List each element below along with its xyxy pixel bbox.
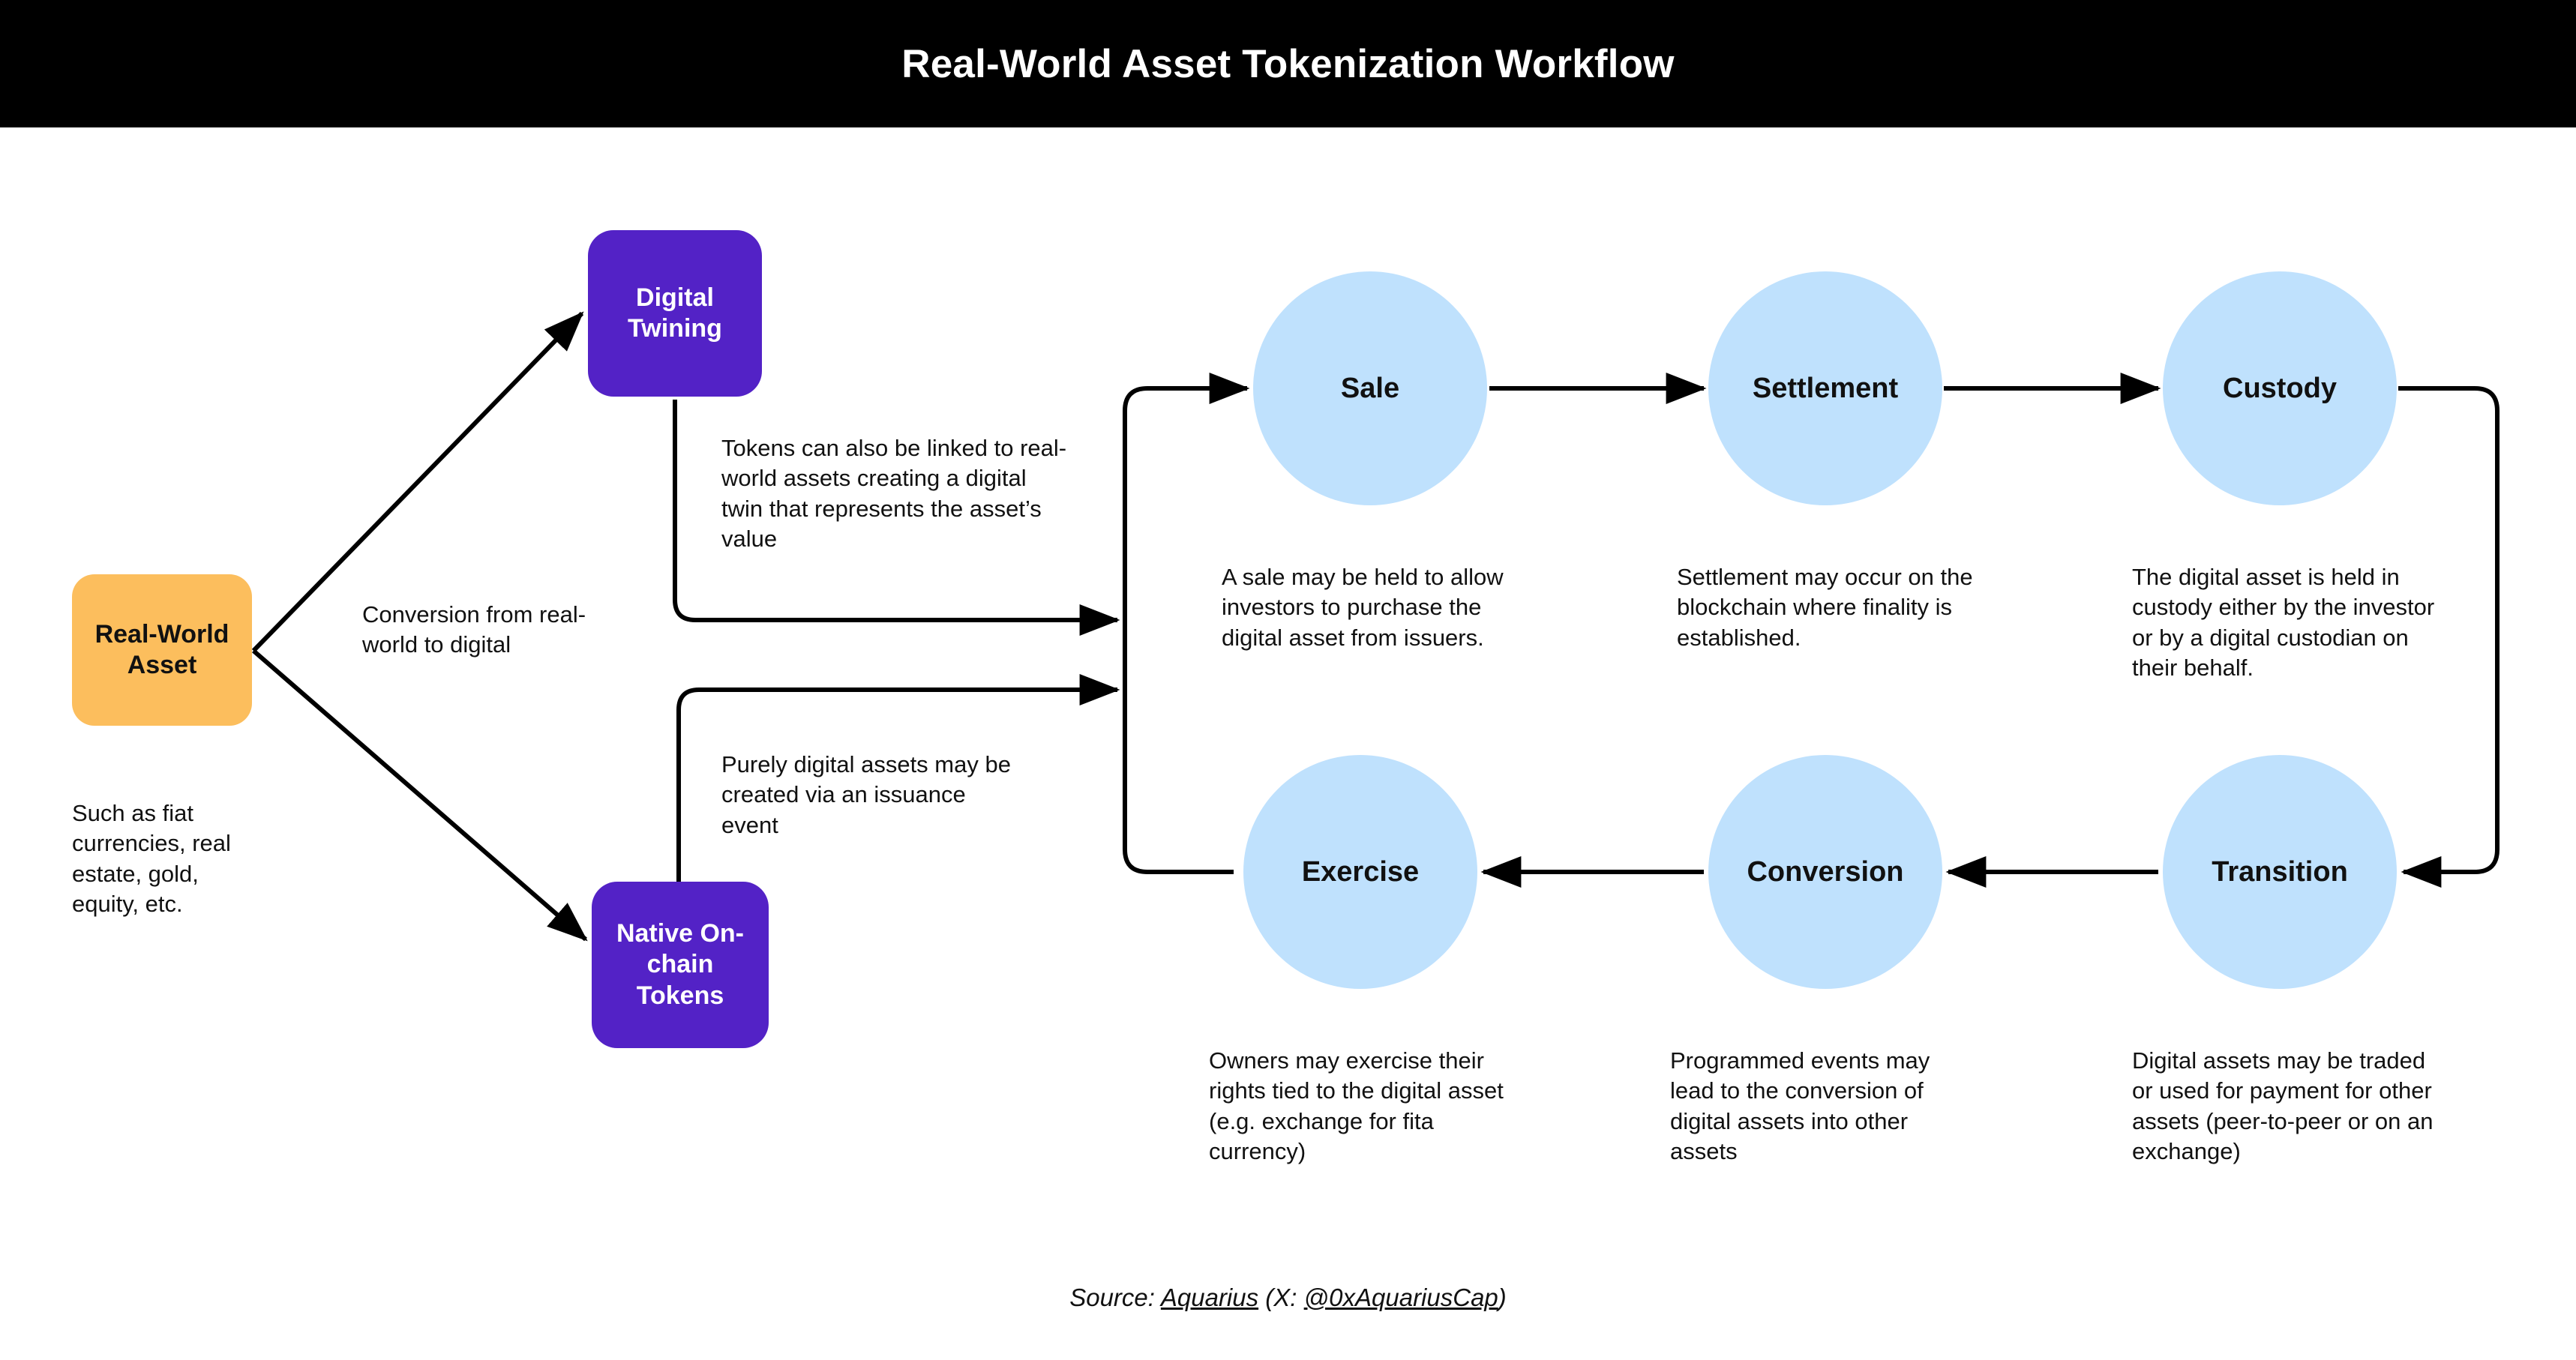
edge-native-tokens-to-lifecycle bbox=[676, 674, 1120, 885]
title-bar: Real-World Asset Tokenization Workflow bbox=[0, 0, 2576, 127]
node-native-onchain-tokens-label: Native On-chain Tokens bbox=[616, 918, 745, 1010]
note-digital-twining: Tokens can also be linked to real-world … bbox=[721, 435, 1067, 552]
page-title: Real-World Asset Tokenization Workflow bbox=[901, 41, 1675, 86]
circle-sale-label: Sale bbox=[1340, 372, 1400, 404]
source-middle: (X: bbox=[1258, 1284, 1304, 1311]
note-settlement: Settlement may occur on the blockchain w… bbox=[1677, 564, 1973, 651]
source-link-handle[interactable]: @0xAquariusCap bbox=[1303, 1284, 1498, 1311]
node-real-world-asset-label: Real-World Asset bbox=[94, 619, 229, 679]
node-real-world-asset[interactable]: Real-World Asset bbox=[72, 574, 252, 726]
circle-custody[interactable]: Custody bbox=[2163, 271, 2397, 505]
circle-exercise-label: Exercise bbox=[1301, 855, 1420, 888]
edge-rwa-to-native-tokens bbox=[252, 649, 588, 942]
edge-bus-left-to-sale bbox=[1123, 386, 1245, 874]
note-conversion: Programmed events may lead to the conver… bbox=[1670, 1047, 1930, 1164]
circle-transition-label: Transition bbox=[2212, 855, 2348, 888]
note-sale: A sale may be held to allow investors to… bbox=[1222, 564, 1504, 651]
edge-rwa-to-digital-twining bbox=[251, 311, 584, 653]
note-native-onchain-tokens: Purely digital assets may be created via… bbox=[721, 751, 1011, 838]
circle-sale[interactable]: Sale bbox=[1253, 271, 1487, 505]
node-native-onchain-tokens[interactable]: Native On-chain Tokens bbox=[592, 882, 769, 1048]
edge-custody-to-transition bbox=[2398, 386, 2500, 888]
source-prefix: Source: bbox=[1069, 1284, 1161, 1311]
circle-conversion-label: Conversion bbox=[1747, 855, 1904, 888]
note-transition: Digital assets may be traded or used for… bbox=[2132, 1047, 2434, 1164]
note-exercise: Owners may exercise their rights tied to… bbox=[1209, 1047, 1504, 1164]
note-custody: The digital asset is held in custody eit… bbox=[2132, 564, 2435, 681]
note-real-world-asset: Such as fiat currencies, real estate, go… bbox=[72, 800, 231, 917]
circle-settlement[interactable]: Settlement bbox=[1708, 271, 1942, 505]
circle-settlement-label: Settlement bbox=[1752, 372, 1899, 404]
source-footer: Source: Aquarius (X: @0xAquariusCap) bbox=[0, 1284, 2576, 1312]
node-digital-twining-label: Digital Twining bbox=[628, 283, 722, 343]
circle-exercise[interactable]: Exercise bbox=[1243, 755, 1477, 989]
source-suffix: ) bbox=[1498, 1284, 1507, 1311]
circle-conversion[interactable]: Conversion bbox=[1708, 755, 1942, 989]
edge-digital-twining-to-lifecycle bbox=[673, 400, 1120, 636]
source-link-aquarius[interactable]: Aquarius bbox=[1160, 1284, 1259, 1311]
circle-transition[interactable]: Transition bbox=[2163, 755, 2397, 989]
node-digital-twining[interactable]: Digital Twining bbox=[588, 230, 762, 397]
edge-label-conversion: Conversion from real-world to digital bbox=[362, 601, 586, 658]
circle-custody-label: Custody bbox=[2223, 372, 2337, 404]
